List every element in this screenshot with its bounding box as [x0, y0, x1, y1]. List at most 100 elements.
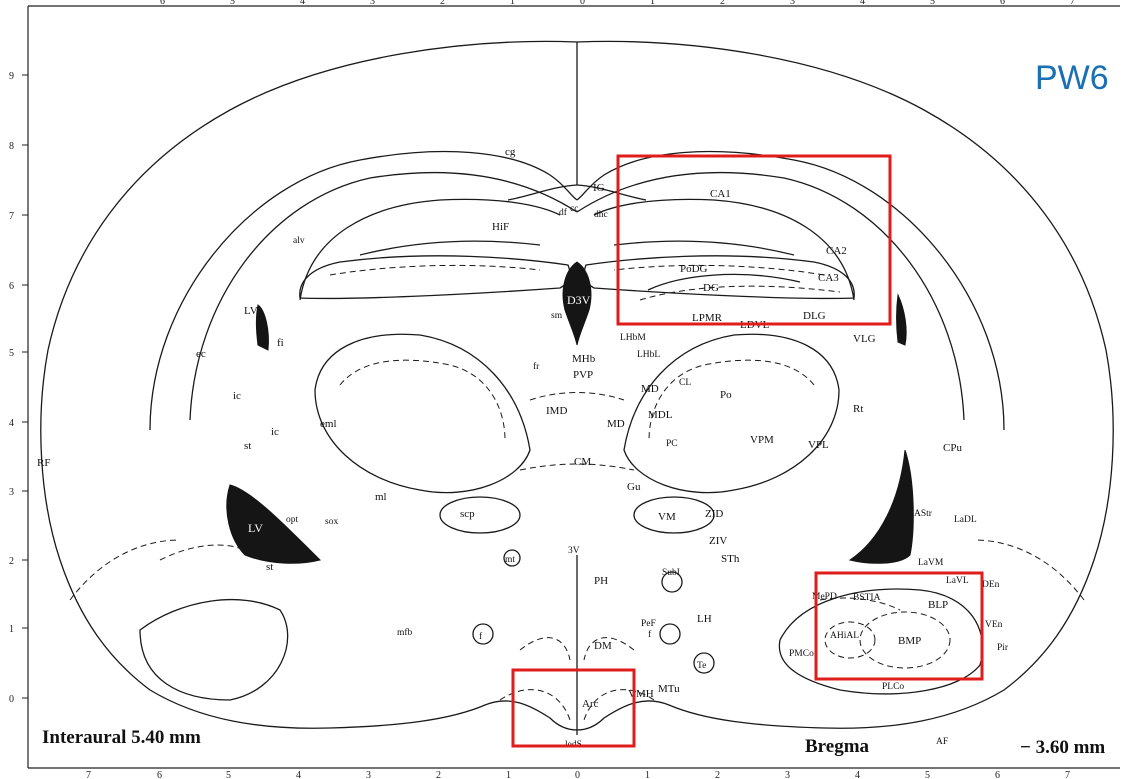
label-mt: mt — [505, 555, 515, 565]
label-Po: Po — [720, 389, 732, 401]
label-PC: PC — [666, 439, 678, 449]
bottom-tick: 2 — [436, 770, 441, 779]
label-Pir: Pir — [997, 643, 1009, 653]
label-ZID: ZID — [705, 508, 723, 520]
left-tick: 7 — [9, 211, 14, 222]
label-IMD: IMD — [546, 405, 567, 417]
top-tick: 5 — [930, 0, 935, 7]
label-f-1: f — [479, 631, 483, 642]
label-PLCo: PLCo — [882, 682, 904, 692]
top-tick: 0 — [580, 0, 585, 7]
label-mfb: mfb — [397, 627, 413, 638]
label-SubI: SubI — [662, 568, 680, 578]
figure-stamp: PW6 — [1035, 59, 1109, 97]
label-eml: eml — [320, 418, 337, 430]
label-Arc: Arc — [582, 698, 599, 710]
label-Gu: Gu — [627, 481, 641, 493]
label-alv: alv — [293, 236, 305, 246]
top-tick: 4 — [300, 0, 305, 7]
left-tick: 4 — [9, 418, 14, 429]
interaural-label: Interaural 5.40 mm — [42, 727, 201, 748]
label-LV-bottom: LV — [248, 521, 263, 535]
label-fi: fi — [277, 337, 284, 349]
thalamic-structures — [315, 334, 839, 735]
label-AHiAL: AHiAL — [830, 631, 859, 641]
label-D3V: D3V — [567, 293, 591, 307]
bottom-tick: 3 — [785, 770, 790, 779]
bottom-tick: 4 — [855, 770, 860, 779]
label-HiF: HiF — [492, 221, 509, 233]
top-tick: 3 — [370, 0, 375, 7]
left-tick: 1 — [9, 624, 14, 635]
label-ic-1: ic — [233, 390, 241, 402]
label-MD-2: MD — [607, 418, 625, 430]
label-3V: 3V — [568, 546, 580, 556]
label-LaDL: LaDL — [954, 515, 977, 525]
label-STh: STh — [721, 553, 740, 565]
left-tick: 8 — [9, 141, 14, 152]
label-PVP: PVP — [573, 369, 593, 381]
left-tick: 0 — [9, 694, 14, 705]
label-IG: IG — [593, 182, 605, 194]
label-LaVL: LaVL — [946, 576, 969, 586]
label-ec: ec — [196, 348, 206, 360]
label-VLG: VLG — [853, 333, 876, 345]
bottom-tick: 6 — [157, 770, 162, 779]
label-DM: DM — [594, 640, 612, 652]
label-dhc: dhc — [594, 210, 608, 220]
bottom-tick: 5 — [925, 770, 930, 779]
label-scp: scp — [460, 508, 475, 520]
label-VPL: VPL — [808, 439, 829, 451]
label-LPMR: LPMR — [692, 312, 723, 324]
label-MDL: MDL — [648, 409, 673, 421]
label-AStr: AStr — [914, 509, 933, 519]
label-MHb: MHb — [572, 353, 596, 365]
label-MTu: MTu — [658, 683, 680, 695]
label-CA3: CA3 — [818, 272, 839, 284]
bottom-tick: 7 — [1065, 770, 1070, 779]
label-st-2: st — [266, 561, 273, 573]
label-CA1: CA1 — [710, 188, 731, 200]
top-tick: 7 — [1070, 0, 1075, 7]
label-DEn: DEn — [982, 580, 1000, 590]
label-VM: VM — [658, 511, 676, 523]
ruler-frame — [28, 6, 1120, 768]
label-Te: Te — [697, 661, 706, 671]
top-tick: 5 — [230, 0, 235, 7]
top-tick: 4 — [860, 0, 865, 7]
left-tick: 3 — [9, 487, 14, 498]
lv-left-top — [257, 305, 269, 350]
label-PeF: PeF — [641, 619, 656, 629]
lv-right-top — [897, 295, 907, 345]
label-f-2: f — [648, 629, 652, 640]
label-CA2: CA2 — [826, 245, 847, 257]
label-CPu: CPu — [943, 442, 962, 454]
label-PH: PH — [594, 575, 608, 587]
bottom-tick: 3 — [366, 770, 371, 779]
label-BLP: BLP — [928, 599, 948, 611]
label-st-1: st — [244, 440, 251, 452]
label-Rt: Rt — [853, 403, 863, 415]
top-tick: 1 — [510, 0, 515, 7]
bregma-value: − 3.60 mm — [1020, 737, 1105, 758]
label-fr: fr — [533, 361, 540, 372]
bottom-tick: 5 — [226, 770, 231, 779]
top-tick: 1 — [650, 0, 655, 7]
label-df: df — [559, 207, 568, 218]
label-cc: cc — [570, 204, 578, 214]
left-tick: 5 — [9, 348, 14, 359]
label-VEn: VEn — [985, 620, 1003, 630]
region-labels: cg IG cc df dhc HiF alv CA1 CA2 CA3 PoDG… — [37, 146, 1009, 750]
label-VMH: VMH — [628, 688, 654, 700]
bottom-axis: 7 6 5 4 3 2 1 0 1 2 3 4 5 6 7 — [86, 770, 1070, 779]
label-RF: RF — [37, 457, 50, 469]
label-LaVM: LaVM — [918, 558, 944, 568]
label-LH: LH — [697, 613, 712, 625]
highlight-boxes — [513, 156, 982, 746]
lv-right-bottom — [850, 450, 913, 563]
bottom-tick: 1 — [645, 770, 650, 779]
label-LHbL: LHbL — [637, 350, 660, 360]
label-cg: cg — [505, 146, 516, 158]
bottom-tick: 4 — [296, 770, 301, 779]
